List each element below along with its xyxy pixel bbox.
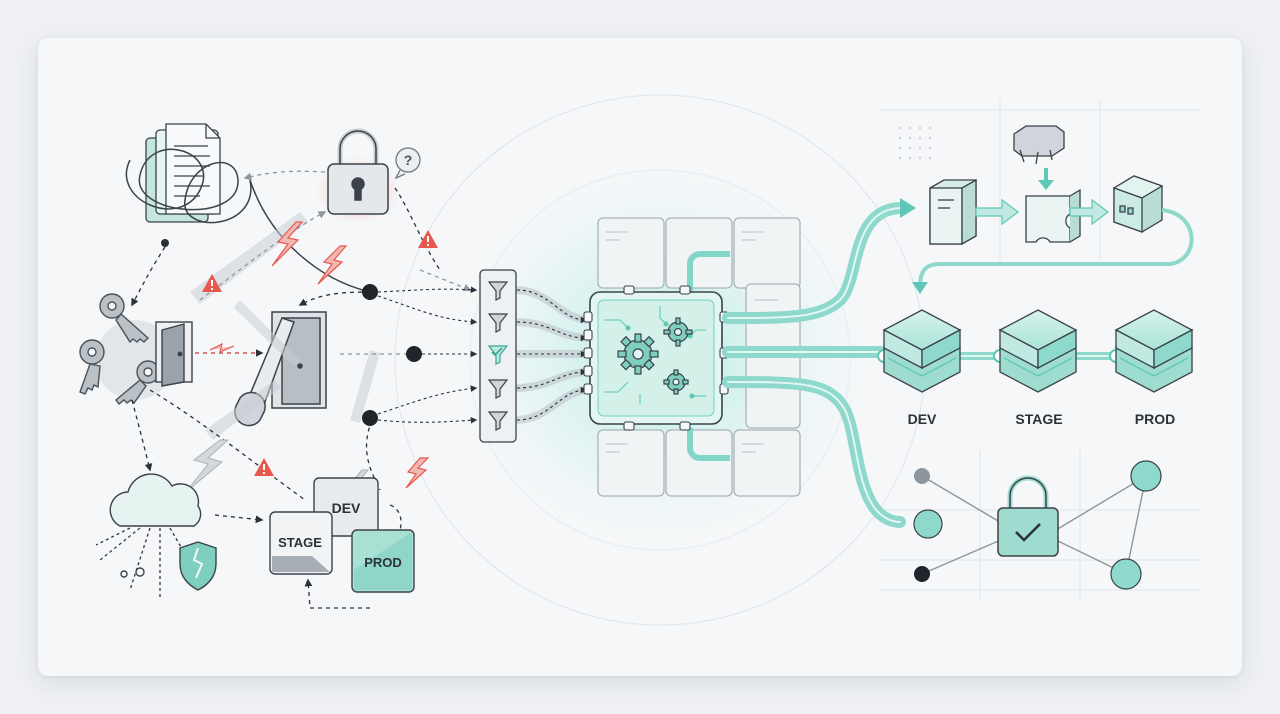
env-card-stage-label: STAGE [278,535,322,550]
database-cube-icon [1112,175,1164,233]
network-node-icon [913,460,1162,590]
dot-grid [898,126,932,160]
return-arrowhead [912,282,928,294]
svg-text:?: ? [404,152,413,168]
door-icon [155,321,193,387]
gears-processor-icon [617,317,693,395]
lightning-bolt-icon [209,221,430,489]
return-flow [918,208,1194,287]
question-bubble-icon: ? [394,147,421,180]
padlock-warning-icon [327,128,389,215]
smear-arrows [190,212,380,440]
env-pipeline: DEV STAGE PROD [877,309,1194,427]
flow-arrowhead [900,198,916,218]
environment-stack-icon-prod [1114,309,1194,393]
secure-lock-check-icon [997,475,1059,557]
ordered-side: DEV STAGE PROD [722,125,1194,590]
filter-column [377,269,591,443]
center-core [583,217,801,497]
environment-stack-icon-stage [998,309,1078,393]
keys-icon [79,293,160,405]
pipeline-stage-label: STAGE [1015,411,1062,427]
env-cards-chaos: DEV STAGE PROD [269,477,415,593]
tangled-documents-icon [125,123,371,293]
env-card-dev-label: DEV [332,500,361,516]
filter-funnel-icon [487,281,509,431]
pipeline-prod-label: PROD [1135,411,1175,427]
anchor-dot [161,239,169,247]
env-card-prod: PROD [351,529,415,593]
env-card-prod-label: PROD [364,555,402,570]
core-pipes [687,251,730,461]
step-arrow [975,198,1019,226]
step-arrow-2 [1069,198,1109,226]
chaos-side: ? [79,123,472,609]
broken-shield-icon [179,541,217,591]
cloud-icon [95,473,202,600]
pipeline-dev-label: DEV [908,411,937,427]
hub-dots [362,284,422,426]
circuit-traces [604,306,706,404]
teal-flows [722,202,906,528]
server-cube-icon [929,178,977,246]
filter-check-icon [487,345,509,365]
env-card-stage: STAGE [269,511,333,575]
environment-stack-icon-dev [882,309,962,393]
puzzle-piece-icon [1013,125,1081,243]
core-chip-pins [583,285,729,431]
warning-triangle-icon [202,230,438,476]
